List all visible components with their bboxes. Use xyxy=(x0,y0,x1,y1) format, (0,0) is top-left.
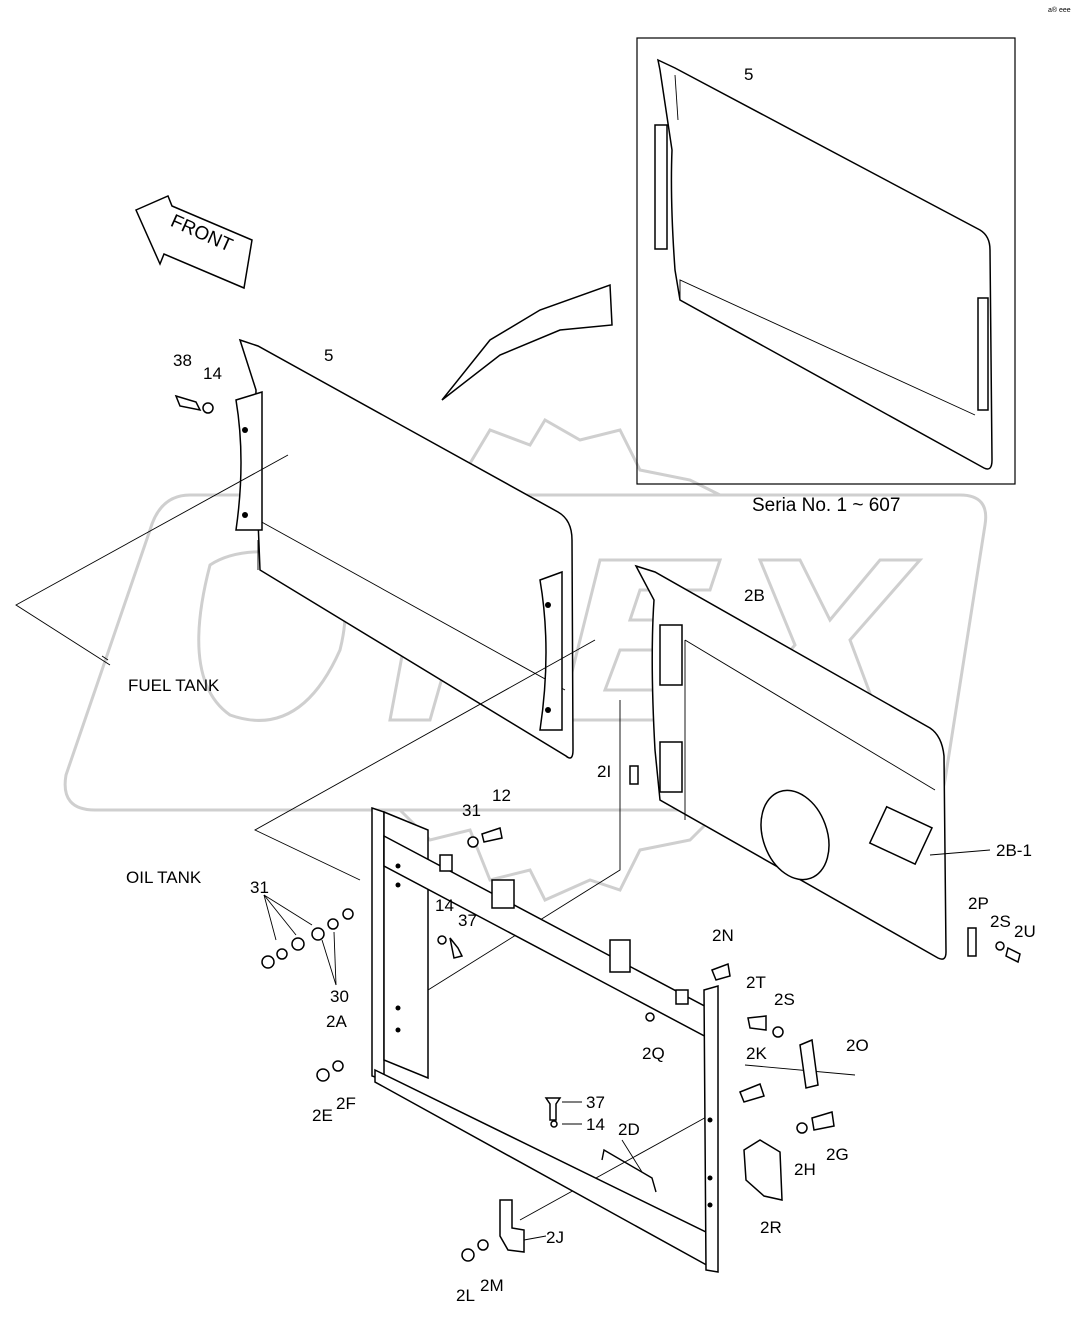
label-oil-tank: OIL TANK xyxy=(126,868,202,887)
label-2b: 2B xyxy=(744,586,765,605)
label-2l: 2L xyxy=(456,1286,475,1305)
label-2s-b: 2S xyxy=(990,912,1011,931)
fasteners xyxy=(261,827,835,1262)
label-2d: 2D xyxy=(618,1120,640,1139)
label-37a: 37 xyxy=(458,911,477,930)
bracket-2o xyxy=(799,1038,819,1089)
corner-mark: a® eee xyxy=(1048,6,1071,14)
label-2r: 2R xyxy=(760,1218,782,1237)
label-2q: 2Q xyxy=(642,1044,665,1063)
label-38: 38 xyxy=(173,351,192,370)
label-fuel-tank: FUEL TANK xyxy=(128,676,220,695)
label-2e: 2E xyxy=(312,1106,333,1125)
part-labels: 38 14 5 2B 2B-1 2I 31 12 FUEL TANK OIL T… xyxy=(126,346,1036,1305)
label-12: 12 xyxy=(492,786,511,805)
label-14a: 14 xyxy=(203,364,222,383)
frame-2a xyxy=(371,806,719,1273)
bracket-2r xyxy=(743,1139,783,1201)
label-2j: 2J xyxy=(546,1228,564,1247)
label-2h: 2H xyxy=(794,1160,816,1179)
inset-caption: Seria No. 1 ~ 607 xyxy=(752,495,900,516)
leader-lines xyxy=(15,454,856,1221)
label-2i: 2I xyxy=(597,762,611,781)
front-arrow-icon: FRONT xyxy=(135,195,253,290)
label-2u: 2U xyxy=(1014,922,1036,941)
bracket-2j xyxy=(499,1199,525,1253)
label-leaders xyxy=(263,894,643,1241)
label-31b: 31 xyxy=(250,878,269,897)
label-5-inset: 5 xyxy=(744,65,753,84)
bar-2d xyxy=(601,1148,657,1193)
cover-panel-5 xyxy=(174,338,574,759)
side-cover-2b xyxy=(629,564,1021,964)
label-2g: 2G xyxy=(826,1145,849,1164)
label-2b-1: 2B-1 xyxy=(996,841,1032,860)
label-2s-a: 2S xyxy=(774,990,795,1009)
label-2f: 2F xyxy=(336,1094,356,1113)
label-2k: 2K xyxy=(746,1044,767,1063)
label-31a: 31 xyxy=(462,801,481,820)
label-2o: 2O xyxy=(846,1036,869,1055)
inset-panel: Seria No. 1 ~ 607 5 xyxy=(441,37,1016,516)
label-2a: 2A xyxy=(326,1012,347,1031)
label-30: 30 xyxy=(330,987,349,1006)
label-14c: 14 xyxy=(586,1115,605,1134)
label-5: 5 xyxy=(324,346,333,365)
label-2n: 2N xyxy=(712,926,734,945)
label-2t: 2T xyxy=(746,973,766,992)
label-14b: 14 xyxy=(435,896,454,915)
label-2m: 2M xyxy=(480,1276,504,1295)
label-2p: 2P xyxy=(968,894,989,913)
label-37b: 37 xyxy=(586,1093,605,1112)
